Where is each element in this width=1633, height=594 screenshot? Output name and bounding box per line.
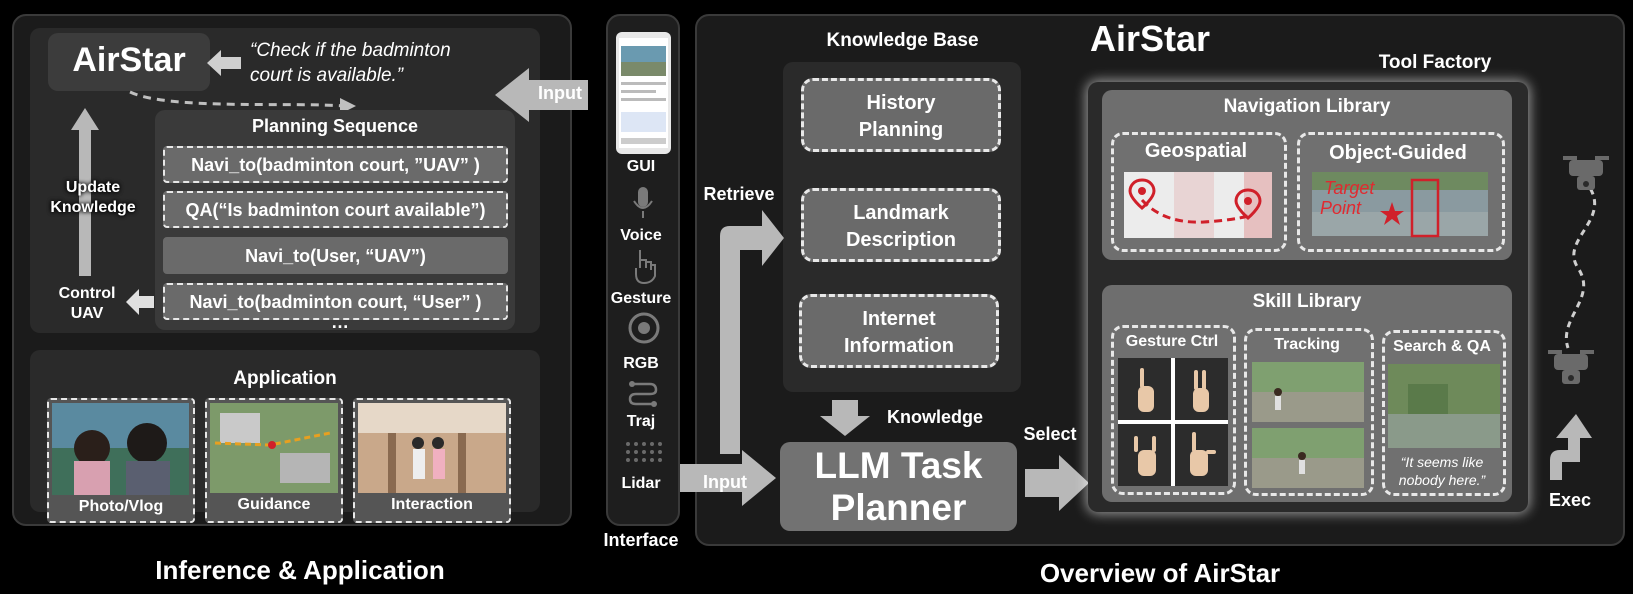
target-line1: Target bbox=[1324, 178, 1375, 198]
command-quote: “Check if the badminton court is availab… bbox=[250, 38, 451, 88]
nav-lib-title: Navigation Library bbox=[1223, 96, 1391, 117]
planner-line2: Planner bbox=[830, 487, 967, 528]
application-title: Application bbox=[233, 368, 337, 389]
interface-lidar-label: Lidar bbox=[621, 475, 661, 492]
kb-history-line1: History bbox=[866, 92, 936, 114]
hand-gesture-icon bbox=[635, 250, 656, 285]
interface-voice-label: Voice bbox=[620, 227, 662, 244]
interface-title: Interface bbox=[603, 530, 679, 550]
drone-top-icon bbox=[1563, 156, 1609, 190]
plan-item-3: Navi_to(User, “UAV”) bbox=[163, 237, 508, 274]
plan-item-1: Navi_to(badminton court, ”UAV” ) bbox=[163, 146, 508, 183]
tracking-images-icon bbox=[1252, 362, 1364, 488]
photo-vlog-image-icon bbox=[52, 403, 189, 495]
input-label-left: Input bbox=[538, 83, 582, 103]
location-pin-end-icon bbox=[1234, 188, 1262, 220]
plan-item-3-label: Navi_to(User, “UAV”) bbox=[245, 246, 426, 266]
control-uav-label: Control UAV bbox=[44, 284, 130, 324]
search-qa-image-icon bbox=[1388, 364, 1500, 448]
kb-history-planning: History Planning bbox=[801, 78, 1001, 152]
interface-gesture-label: Gesture bbox=[610, 290, 672, 307]
kb-internet-line2: Information bbox=[844, 335, 954, 357]
object-guided-label: Object-Guided bbox=[1329, 142, 1467, 164]
control-line2: UAV bbox=[70, 305, 104, 322]
tool-factory-title: Tool Factory bbox=[1378, 52, 1492, 73]
overview-section-title: Overview of AirStar bbox=[1039, 558, 1281, 588]
camera-rgb-icon bbox=[628, 312, 660, 344]
update-line1: Update bbox=[65, 179, 121, 196]
select-arrow-icon bbox=[1025, 455, 1089, 511]
update-knowledge-label: Update Knowledge bbox=[38, 178, 148, 218]
plan-item-4: Navi_to(badminton court, “User” ) bbox=[163, 283, 508, 320]
inference-section-title: Inference & Application bbox=[155, 555, 445, 585]
command-quote-line1: “Check if the badminton bbox=[250, 40, 451, 61]
target-point-label: Target Point bbox=[1320, 178, 1375, 218]
tracking-label: Tracking bbox=[1274, 336, 1340, 353]
app-photo-vlog-label: Photo/Vlog bbox=[78, 498, 164, 515]
kb-landmark-line1: Landmark bbox=[853, 202, 949, 224]
search-qa-label: Search & QA bbox=[1393, 338, 1491, 355]
lidar-dots-icon bbox=[626, 442, 662, 462]
airstar-label-box: AirStar bbox=[48, 33, 210, 91]
interface-traj-label: Traj bbox=[626, 413, 656, 430]
exec-label: Exec bbox=[1548, 490, 1592, 510]
plan-ellipsis: … bbox=[331, 312, 349, 332]
plan-item-1-label: Navi_to(badminton court, ”UAV” ) bbox=[191, 155, 480, 175]
update-arrow-up-icon bbox=[71, 108, 99, 276]
gesture-ctrl-label: Gesture Ctrl bbox=[1125, 333, 1219, 350]
input-arrow-left-icon bbox=[495, 68, 588, 122]
llm-task-planner: LLM Task Planner bbox=[780, 442, 1017, 531]
exec-arrow-icon bbox=[1550, 414, 1592, 480]
interaction-image-icon bbox=[358, 403, 506, 493]
select-label: Select bbox=[1023, 424, 1077, 444]
retrieve-label: Retrieve bbox=[703, 184, 775, 204]
control-line1: Control bbox=[58, 285, 116, 302]
kb-history-label: History Planning bbox=[804, 90, 998, 144]
kb-title: Knowledge Base bbox=[826, 30, 979, 51]
retrieve-arrow-icon bbox=[720, 210, 784, 454]
plan-item-4-label: Navi_to(badminton court, “User” ) bbox=[189, 292, 482, 312]
command-quote-line2: court is available.” bbox=[250, 65, 404, 86]
plan-item-2-label: QA(“Is badminton court available”) bbox=[185, 200, 486, 220]
kb-history-line2: Planning bbox=[858, 119, 944, 141]
kb-internet-line1: Internet bbox=[862, 308, 936, 330]
kb-landmark-line2: Description bbox=[845, 229, 957, 251]
kb-landmark-label: Landmark Description bbox=[804, 200, 998, 254]
geospatial-label: Geospatial bbox=[1144, 140, 1248, 162]
drone-bottom-icon bbox=[1548, 350, 1594, 384]
app-guidance-label: Guidance bbox=[237, 496, 311, 513]
knowledge-arrow-down-icon bbox=[820, 400, 870, 436]
kb-landmark-description: Landmark Description bbox=[801, 188, 1001, 262]
gesture-grid-icon bbox=[1118, 358, 1228, 486]
nobody-line2: nobody here.” bbox=[1398, 472, 1486, 488]
control-arrow-left-icon bbox=[126, 289, 154, 315]
kb-internet-information: Internet Information bbox=[799, 294, 999, 368]
object-guided-scene-icon bbox=[1312, 172, 1488, 238]
app-interaction-label: Interaction bbox=[391, 496, 473, 513]
interface-rgb-label: RGB bbox=[623, 355, 659, 372]
interface-gui-label: GUI bbox=[626, 158, 656, 175]
plan-item-2: QA(“Is badminton court available”) bbox=[163, 191, 508, 228]
location-pin-start-icon bbox=[1128, 178, 1156, 210]
planner-line1: LLM Task bbox=[814, 445, 983, 486]
knowledge-label: Knowledge bbox=[886, 407, 983, 427]
planner-label: LLM Task Planner bbox=[780, 445, 1017, 529]
arrow-left-quote-icon bbox=[207, 50, 241, 76]
airstar-label: AirStar bbox=[72, 41, 186, 79]
trajectory-icon bbox=[628, 381, 658, 407]
guidance-map-icon bbox=[210, 403, 338, 493]
input-label-right: Input bbox=[703, 472, 747, 492]
airstar-title: AirStar bbox=[1089, 18, 1211, 59]
planning-sequence-title: Planning Sequence bbox=[251, 116, 419, 136]
target-line2: Point bbox=[1320, 198, 1362, 218]
nobody-line1: “It seems like bbox=[1400, 454, 1484, 470]
input-arrow-right-icon bbox=[680, 450, 776, 506]
update-line2: Knowledge bbox=[50, 199, 136, 216]
microphone-icon bbox=[633, 187, 653, 218]
geospatial-map-icon bbox=[1124, 172, 1272, 238]
search-qa-quote: “It seems like nobody here.” bbox=[1382, 453, 1502, 489]
kb-internet-label: Internet Information bbox=[802, 306, 996, 360]
phone-gui-icon bbox=[616, 32, 671, 154]
skill-lib-title: Skill Library bbox=[1252, 291, 1362, 312]
